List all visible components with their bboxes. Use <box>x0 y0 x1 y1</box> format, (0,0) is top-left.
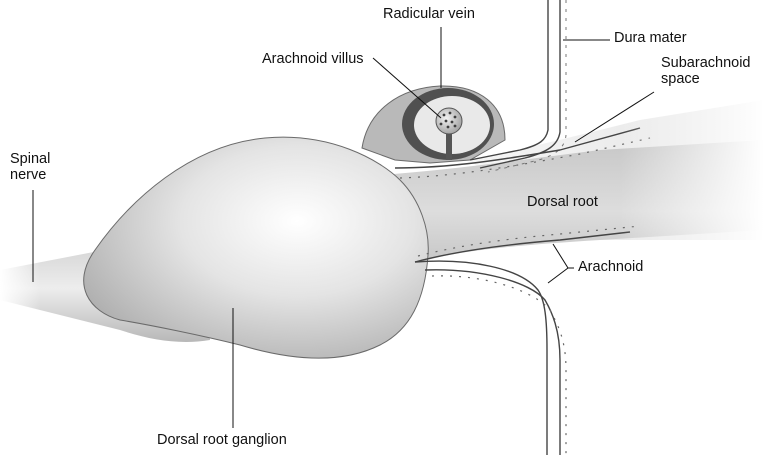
leader-arachnoid-bottom <box>547 267 569 284</box>
label-dorsal-root-ganglion: Dorsal root ganglion <box>157 432 287 448</box>
arachnoid-villus-shape <box>435 107 463 135</box>
label-spinal-nerve: Spinal nerve <box>10 151 51 183</box>
dura-sleeve-bottom <box>414 231 631 263</box>
right-fade <box>620 95 764 255</box>
label-arachnoid: Arachnoid <box>578 259 644 275</box>
label-subarachnoid-space: Subarachnoid space <box>661 55 751 87</box>
villus-dots <box>439 111 457 129</box>
label-arachnoid-villus: Arachnoid villus <box>262 51 364 67</box>
leader-arachnoid-top <box>552 243 569 269</box>
dura-mater-lower-outer <box>414 260 548 455</box>
dura-sleeve-top <box>394 127 641 169</box>
leader-lines <box>32 27 655 428</box>
leader-subarachnoid-space <box>574 91 655 143</box>
label-radicular-vein: Radicular vein <box>383 6 475 22</box>
label-dura-mater: Dura mater <box>614 30 687 46</box>
ganglion-shape <box>83 136 429 359</box>
label-dorsal-root: Dorsal root <box>527 194 598 210</box>
dura-mater-upper-outer <box>469 0 549 161</box>
leader-arachnoid-villus <box>372 57 442 119</box>
arachnoid-sleeve-bottom <box>417 225 641 257</box>
left-fade <box>0 240 40 310</box>
arachnoid-upper-layer <box>487 0 567 173</box>
dura-mater-upper-inner <box>479 0 561 169</box>
dura-mater-lower-inner <box>424 269 561 455</box>
